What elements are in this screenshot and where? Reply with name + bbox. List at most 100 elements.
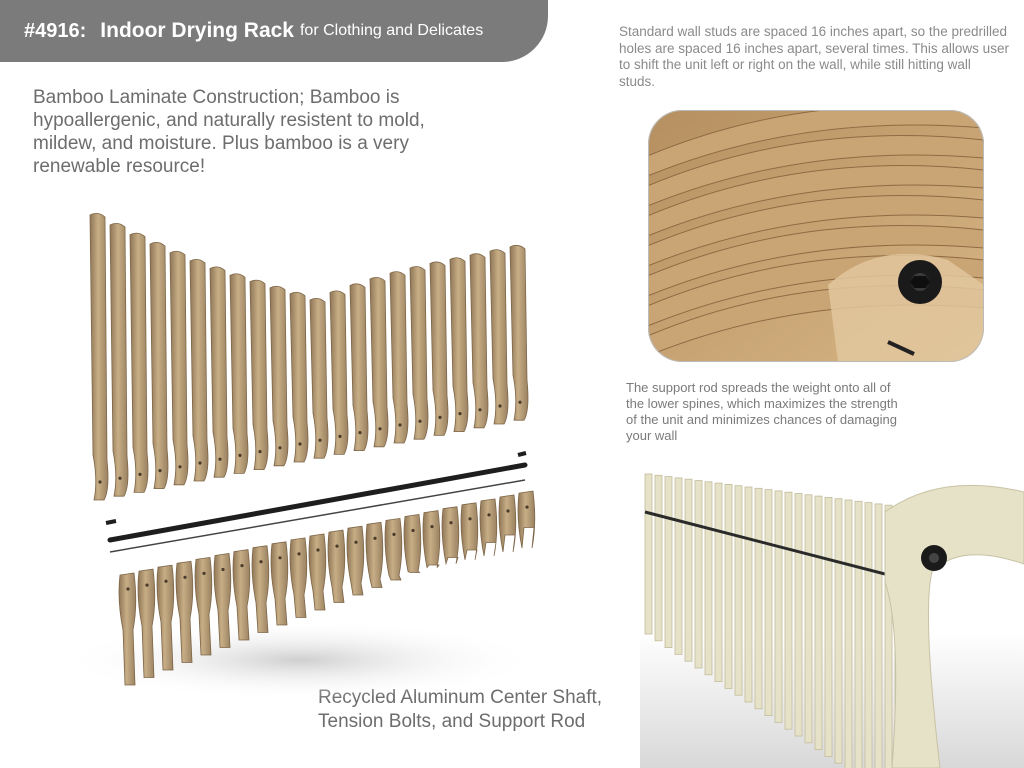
bench-spine xyxy=(814,495,823,750)
spine-hole xyxy=(318,438,322,442)
spine-hole xyxy=(198,461,202,465)
spine-hole xyxy=(487,513,491,517)
support-rod-caption: The support rod spreads the weight onto … xyxy=(626,380,898,443)
lower-spine xyxy=(365,521,384,588)
upper-spine xyxy=(349,283,369,451)
detail-spine xyxy=(648,135,984,211)
spine-hole xyxy=(98,480,102,484)
bench-spine xyxy=(754,487,763,710)
upper-spine xyxy=(229,273,249,474)
lower-spine xyxy=(175,560,194,663)
spine-hole xyxy=(118,476,122,480)
lower-spine xyxy=(289,537,308,618)
spine-hole xyxy=(297,552,301,556)
bench-spine xyxy=(734,485,743,696)
bench-spine xyxy=(694,480,703,669)
title-banner: #4916: Indoor Drying Rack for Clothing a… xyxy=(0,0,548,62)
lower-spine xyxy=(308,533,327,611)
center-shaft-caption-line-2: Tension Bolts, and Support Rod xyxy=(318,711,586,732)
spine-hole xyxy=(240,564,244,568)
spine-hole xyxy=(158,469,162,473)
upper-spine xyxy=(129,232,149,493)
lower-spine xyxy=(346,525,365,596)
bench-spine xyxy=(664,476,673,649)
tension-bolt-right xyxy=(517,451,527,457)
end-spine xyxy=(884,484,1024,768)
spine-hole xyxy=(525,505,529,509)
lower-spine xyxy=(441,506,460,566)
floor-shadow xyxy=(70,620,540,700)
bench-spine xyxy=(824,497,833,757)
bench-spine xyxy=(864,502,873,768)
wall-mount-detail-illustration xyxy=(648,110,984,362)
lower-spine xyxy=(460,502,479,560)
spine-hole xyxy=(202,571,206,575)
lower-spine xyxy=(194,556,213,656)
upper-spine xyxy=(189,258,209,482)
bench-spine xyxy=(744,486,753,703)
lower-spine xyxy=(517,490,536,549)
spine-hole xyxy=(218,457,222,461)
spine-hole xyxy=(430,525,434,529)
lower-spine xyxy=(156,564,175,671)
detail-spine xyxy=(648,225,984,301)
spine-hole xyxy=(335,544,339,548)
assembled-rack-perspective-illustration xyxy=(640,473,1024,768)
lower-spines xyxy=(118,490,536,686)
spine-hole xyxy=(278,446,282,450)
bench-spine xyxy=(834,498,843,764)
detail-spine xyxy=(648,195,984,271)
lower-spine xyxy=(213,553,232,648)
spine-hole xyxy=(498,404,502,408)
bench-spine xyxy=(844,499,853,768)
upper-spine xyxy=(209,266,229,478)
lower-spine xyxy=(498,494,517,553)
bench-spine xyxy=(874,503,883,768)
product-title: Indoor Drying Rack xyxy=(100,19,294,42)
lower-spine xyxy=(384,517,403,581)
spine-hole xyxy=(478,408,482,412)
bench-spine xyxy=(804,494,813,744)
wall-studs-caption: Standard wall studs are spaced 16 inches… xyxy=(619,24,1009,89)
detail-spine xyxy=(648,110,984,181)
spine-hole xyxy=(373,536,377,540)
spine-hole xyxy=(278,556,282,560)
spine-hole xyxy=(221,567,225,572)
lower-spine xyxy=(232,549,251,641)
spine-hole xyxy=(338,434,342,438)
upper-spine xyxy=(149,242,169,489)
upper-spine xyxy=(409,266,429,440)
bench-spine xyxy=(794,493,803,737)
center-shaft xyxy=(105,451,528,553)
upper-spine xyxy=(489,249,509,425)
upper-spine xyxy=(329,290,349,455)
bench-spine xyxy=(724,483,733,689)
upper-spine xyxy=(89,213,109,501)
upper-spine xyxy=(109,222,129,497)
assembled-center-shaft xyxy=(644,510,909,582)
bamboo-caption: Bamboo Laminate Construction; Bamboo is … xyxy=(33,87,425,177)
upper-spine xyxy=(429,261,449,436)
spine-hole xyxy=(316,548,320,552)
lower-spine xyxy=(403,514,422,573)
bench-spine xyxy=(654,474,663,642)
spine-hole xyxy=(418,419,422,423)
spine-hole xyxy=(164,579,168,583)
upper-spine xyxy=(469,253,489,429)
product-subtitle: for Clothing and Delicates xyxy=(299,22,484,39)
spine-hole xyxy=(178,465,182,469)
lower-spine xyxy=(137,568,156,678)
spine-hole xyxy=(238,453,242,457)
spine-hole xyxy=(468,517,472,521)
spine-hole xyxy=(183,575,187,579)
upper-spines xyxy=(89,213,529,501)
spine-hole xyxy=(506,509,510,513)
lower-spine xyxy=(251,545,270,633)
spine-hole xyxy=(145,583,149,587)
upper-spine xyxy=(289,291,309,463)
assembled-spines xyxy=(644,473,903,768)
support-rod-end xyxy=(887,340,915,356)
bench-spine xyxy=(684,478,693,662)
spine-hole xyxy=(138,472,142,476)
lower-spine xyxy=(422,510,441,569)
